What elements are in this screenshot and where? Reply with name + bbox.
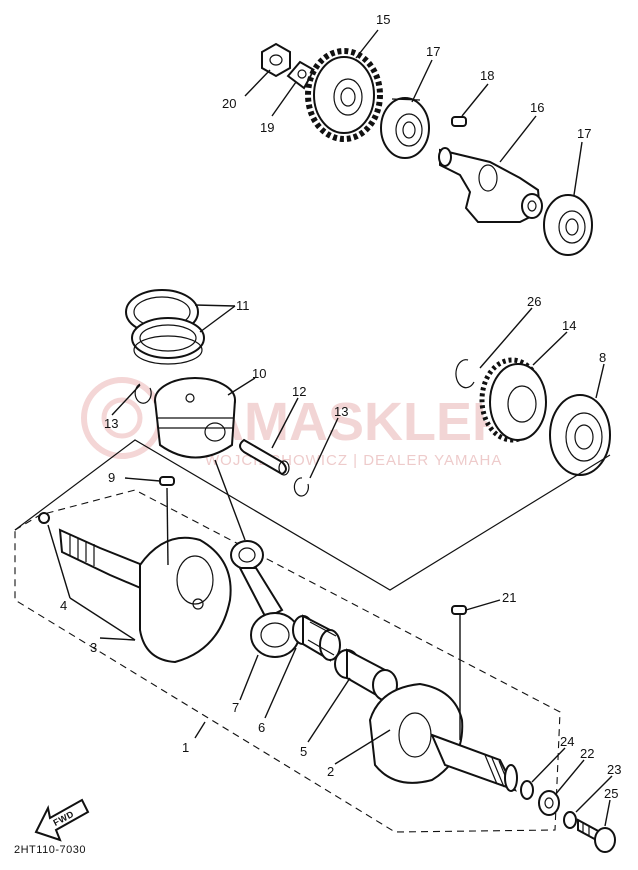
washer-22-hole [544, 797, 554, 809]
piston-pin-12-icon [239, 438, 290, 476]
assembly-outline [14, 489, 561, 833]
callout-23: 23 [607, 762, 621, 777]
callout-7: 7 [232, 700, 239, 715]
callout-labels: 15 17 18 16 17 20 19 11 10 12 13 13 26 1… [60, 12, 621, 801]
callout-20: 20 [222, 96, 236, 111]
callout-17-upper: 17 [426, 44, 440, 59]
callout-10: 10 [252, 366, 266, 381]
piston-group [125, 289, 309, 497]
callout-13-right: 13 [334, 404, 348, 419]
callout-11: 11 [236, 298, 250, 313]
fwd-arrow-icon: FWD [34, 798, 90, 842]
crank-left-half-icon [58, 528, 232, 664]
balancer-assembly [261, 42, 593, 256]
callout-16: 16 [530, 100, 544, 115]
piston-10-icon [154, 377, 236, 459]
callout-13-left: 13 [104, 416, 118, 431]
key-21-icon [451, 605, 467, 615]
watermark-text: AMASKLEP [205, 392, 508, 452]
callout-15: 15 [376, 12, 390, 27]
connecting-rod-7-icon [230, 540, 300, 658]
lock-washer-19-icon [286, 60, 316, 90]
callout-21: 21 [502, 590, 516, 605]
callout-2: 2 [327, 764, 334, 779]
leader-frame-upper [14, 439, 611, 591]
callout-9: 9 [108, 470, 115, 485]
callout-8: 8 [599, 350, 606, 365]
circlip-26-icon [455, 359, 475, 389]
key-18-icon [451, 116, 467, 127]
watermark: AMASKLEP WOJCIECHOWICZ | DEALER YAMAHA [81, 377, 508, 469]
watermark-logo-core [101, 397, 143, 439]
o-ring-25-icon [520, 780, 534, 800]
circlip-13-right-icon [293, 477, 309, 497]
leader-lines [47, 29, 613, 827]
callout-22: 22 [580, 746, 594, 761]
drive-gear-group [455, 357, 611, 476]
gear-14-icon [479, 357, 547, 443]
callout-12: 12 [292, 384, 306, 399]
callout-1: 1 [182, 740, 189, 755]
callout-6: 6 [258, 720, 265, 735]
callout-18: 18 [480, 68, 494, 83]
bearing-17-lower-icon [543, 194, 593, 256]
diagram-code: 2HT110-7030 [14, 844, 86, 856]
nut-20-icon [261, 42, 291, 78]
callout-17-lower: 17 [577, 126, 591, 141]
washer-22-icon [538, 790, 560, 816]
needle-bearing-6-icon [292, 614, 341, 662]
bearing-17-upper-icon [380, 97, 430, 159]
watermark-logo-ring [81, 377, 163, 459]
bolt-24-icon [577, 818, 616, 853]
crankshaft-assembly [14, 439, 611, 833]
callout-26: 26 [527, 294, 541, 309]
callout-5: 5 [300, 744, 307, 759]
crank-pin-5-icon [334, 648, 398, 702]
key-9-icon [159, 476, 175, 486]
crank-right-half-2-icon [368, 682, 518, 792]
piston-rings-11-icon [125, 289, 205, 365]
callout-25: 24 [560, 734, 574, 749]
balancer-shaft-16-icon [438, 147, 543, 223]
callout-14: 14 [562, 318, 576, 333]
callout-19: 19 [260, 120, 274, 135]
washer-23-icon [563, 811, 577, 829]
callout-3: 3 [90, 640, 97, 655]
callout-24: 25 [604, 786, 618, 801]
callout-4: 4 [60, 598, 67, 613]
bearing-8-icon [549, 394, 611, 476]
gear-15-icon [305, 48, 383, 142]
plug-4-icon [38, 512, 50, 524]
